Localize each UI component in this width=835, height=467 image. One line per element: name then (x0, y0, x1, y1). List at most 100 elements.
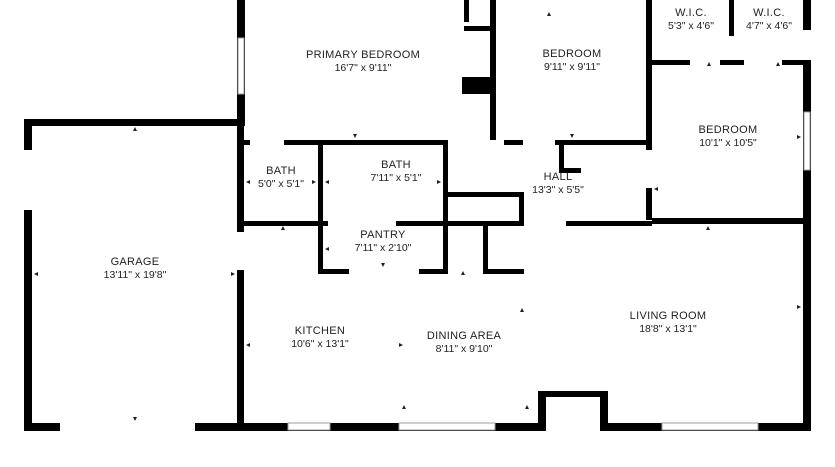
door-opening (690, 60, 720, 65)
room-name: W.I.C. (675, 7, 707, 19)
room-dimensions: 5'0" x 5'1" (258, 178, 304, 190)
room-dimensions: 7'11" x 2'10" (354, 242, 412, 254)
room-dimensions: 13'11" x 19'8" (103, 269, 167, 281)
marker (133, 417, 137, 421)
door-opening (237, 232, 244, 270)
room-name: HALL (543, 171, 573, 183)
room-name: BEDROOM (698, 124, 758, 136)
wall (803, 0, 811, 30)
door-opening (744, 60, 782, 65)
wall (464, 26, 496, 31)
room-name: BEDROOM (542, 48, 602, 60)
wall (496, 140, 652, 145)
room-label-living-room: LIVING ROOM 18'8" x 13'1" (630, 310, 707, 336)
wall (559, 168, 581, 173)
window (803, 111, 811, 171)
wall (443, 192, 523, 197)
room-label-bath-1: BATH 5'0" x 5'1" (258, 165, 304, 191)
door-opening (646, 150, 652, 188)
room-label-bedroom-right: BEDROOM 10'1" x 10'5" (699, 124, 758, 150)
room-name: BATH (381, 159, 411, 171)
room-dimensions: 10'6" x 13'1" (291, 338, 349, 350)
marker (133, 127, 137, 131)
dimension-markers (34, 12, 801, 421)
room-dimensions: 18'8" x 13'1" (639, 323, 697, 335)
window (398, 422, 496, 431)
room-label-bedroom-top: BEDROOM 9'11" x 9'11" (543, 48, 602, 74)
wall (646, 60, 811, 65)
room-name: PRIMARY BEDROOM (305, 49, 421, 61)
room-label-garage: GARAGE 13'11" x 19'8" (104, 256, 167, 282)
wall (318, 144, 323, 274)
room-dimensions: 16'7" x 9'11" (334, 62, 392, 74)
door-opening (760, 0, 790, 5)
door-opening (24, 150, 32, 210)
wall (519, 192, 524, 226)
marker (706, 226, 710, 230)
window (661, 422, 759, 431)
room-dimensions: 7'11" x 5'1" (370, 172, 422, 184)
wall (559, 144, 564, 172)
door-opening (448, 269, 482, 274)
marker (246, 343, 250, 347)
wall (24, 423, 546, 431)
marker (707, 62, 711, 66)
marker (231, 272, 235, 276)
room-name: GARAGE (110, 256, 160, 268)
marker (246, 180, 250, 184)
wall (600, 391, 608, 431)
marker (399, 343, 403, 347)
windows (237, 37, 811, 431)
room-dimensions: 4'7" x 4'6" (746, 20, 792, 32)
wall (483, 269, 524, 274)
room-dimensions: 13'3" x 5'5" (532, 184, 584, 196)
room-dimensions: 8'11" x 9'10" (435, 343, 493, 355)
window (237, 37, 245, 95)
door-opening (328, 221, 396, 226)
room-name: PANTRY (360, 229, 406, 241)
marker (525, 405, 529, 409)
room-label-bath-2: BATH 7'11" x 5'1" (371, 159, 422, 185)
room-label-dining-area: DINING AREA 8'11" x 9'10" (427, 330, 501, 356)
wall (483, 224, 488, 274)
door-opening (523, 140, 555, 145)
door-opening (448, 140, 504, 145)
marker (325, 247, 329, 251)
room-name: W.I.C. (753, 7, 785, 19)
marker (570, 134, 574, 138)
room-dimensions: 10'1" x 10'5" (699, 137, 757, 149)
doorway-openings (24, 0, 790, 431)
marker (325, 180, 329, 184)
room-label-hall: HALL 13'3" x 5'5" (532, 171, 584, 197)
wall (729, 0, 734, 36)
window (287, 422, 331, 431)
room-dimensions: 9'11" x 9'11" (543, 61, 601, 73)
room-name: BATH (266, 165, 296, 177)
marker (402, 405, 406, 409)
marker (381, 263, 385, 267)
wall (237, 120, 244, 431)
wall (490, 0, 496, 142)
room-label-wic-1: W.I.C. 5'3" x 4'6" (668, 7, 714, 33)
room-dimensions: 5'3" x 4'6" (668, 20, 714, 32)
wall (24, 119, 32, 431)
marker (547, 12, 551, 16)
wall (462, 77, 496, 94)
room-label-wic-2: W.I.C. 4'7" x 4'6" (746, 7, 792, 33)
door-opening (250, 140, 284, 145)
marker (437, 180, 441, 184)
marker (312, 180, 316, 184)
marker (353, 134, 357, 138)
wall (464, 0, 469, 22)
wall (24, 119, 245, 126)
marker (520, 308, 524, 312)
marker (34, 272, 38, 276)
wall (538, 391, 606, 397)
marker (654, 187, 658, 191)
door-opening (349, 269, 419, 274)
door-opening (60, 423, 195, 431)
room-label-pantry: PANTRY 7'11" x 2'10" (355, 229, 412, 255)
marker (797, 135, 801, 139)
room-name: KITCHEN (294, 325, 346, 337)
